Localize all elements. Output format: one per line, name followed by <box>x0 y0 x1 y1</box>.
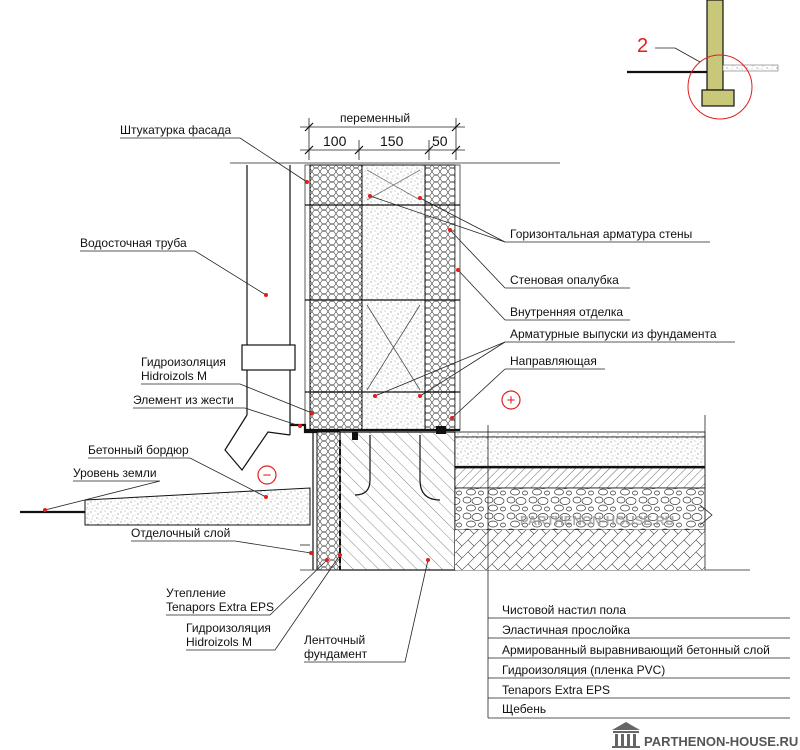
floor-layer-2: Армированный выравнивающий бетонный слой <box>502 643 770 657</box>
detail-circle <box>687 54 753 120</box>
right-callouts: Горизонтальная арматура стены Стеновая о… <box>368 194 735 420</box>
downpipe <box>224 165 296 471</box>
label-downpipe: Водосточная труба <box>80 236 187 250</box>
label-wall-formwork: Стеновая опалубка <box>510 273 619 287</box>
dimension-50: 50 <box>432 133 448 149</box>
label-horizontal-rebar: Горизонтальная арматура стены <box>510 227 692 241</box>
detail-callout: 2 <box>627 0 779 120</box>
floor-layer-3: Гидроизоляция (пленка PVC) <box>502 663 665 677</box>
ground-and-curb <box>20 487 311 546</box>
temple-icon <box>612 722 640 748</box>
label-insulation-2: Tenapors Extra EPS <box>166 600 274 614</box>
floor-layer-0: Чистовой настил пола <box>502 603 626 617</box>
minus-sign: − <box>263 467 272 484</box>
label-tin-element: Элемент из жести <box>133 393 234 407</box>
label-waterproofing-bottom-2: Hidroizols M <box>186 635 252 649</box>
floor-layers-legend: Чистовой настил пола Эластичная прослойк… <box>487 425 790 719</box>
floor-build-up <box>454 415 713 570</box>
minus-marker: − <box>257 465 277 485</box>
dimension-150: 150 <box>380 133 404 149</box>
label-strip-foundation-1: Ленточный <box>304 633 365 647</box>
label-finish-layer: Отделочный слой <box>131 526 230 540</box>
footer-logo-text: PARTHENON-HOUSE.RU <box>644 734 798 749</box>
footer-logo: PARTHENON-HOUSE.RU <box>612 722 798 749</box>
post-foot <box>701 89 735 107</box>
label-plaster: Штукатурка фасада <box>120 123 231 137</box>
label-waterproofing-top-1: Гидроизоляция <box>141 355 226 369</box>
label-waterproofing-top-2: Hidroizols M <box>141 369 207 383</box>
pipe-clamp <box>241 344 296 371</box>
watermark: PARTHENON-HOUSE.RU <box>520 513 674 528</box>
dimension-100: 100 <box>323 133 347 149</box>
wall-section <box>304 164 461 432</box>
floor-layer-5: Щебень <box>502 702 546 716</box>
label-ground-level: Уровень земли <box>73 466 157 480</box>
label-insulation-1: Утепление <box>166 586 226 600</box>
dimension-chain: переменный 100 150 50 <box>300 111 465 160</box>
label-waterproofing-bottom-1: Гидроизоляция <box>186 621 271 635</box>
left-callouts: Штукатурка фасада Водосточная труба Гидр… <box>43 123 430 663</box>
post <box>706 0 724 91</box>
floor-layer-4: Tenapors Extra EPS <box>502 683 610 697</box>
label-rebar-outlets: Арматурные выпуски из фундамента <box>510 327 717 341</box>
detail-number: 2 <box>637 35 648 57</box>
label-guide: Направляющая <box>510 354 597 368</box>
label-strip-foundation-2: фундамент <box>304 647 368 661</box>
dimension-overall: переменный <box>340 111 410 125</box>
plus-sign: + <box>507 392 516 409</box>
label-interior-finish: Внутренняя отделка <box>510 305 623 319</box>
label-concrete-curb: Бетонный бордюр <box>88 443 189 457</box>
floor-layer-1: Эластичная прослойка <box>502 623 630 637</box>
plus-marker: + <box>501 390 521 410</box>
